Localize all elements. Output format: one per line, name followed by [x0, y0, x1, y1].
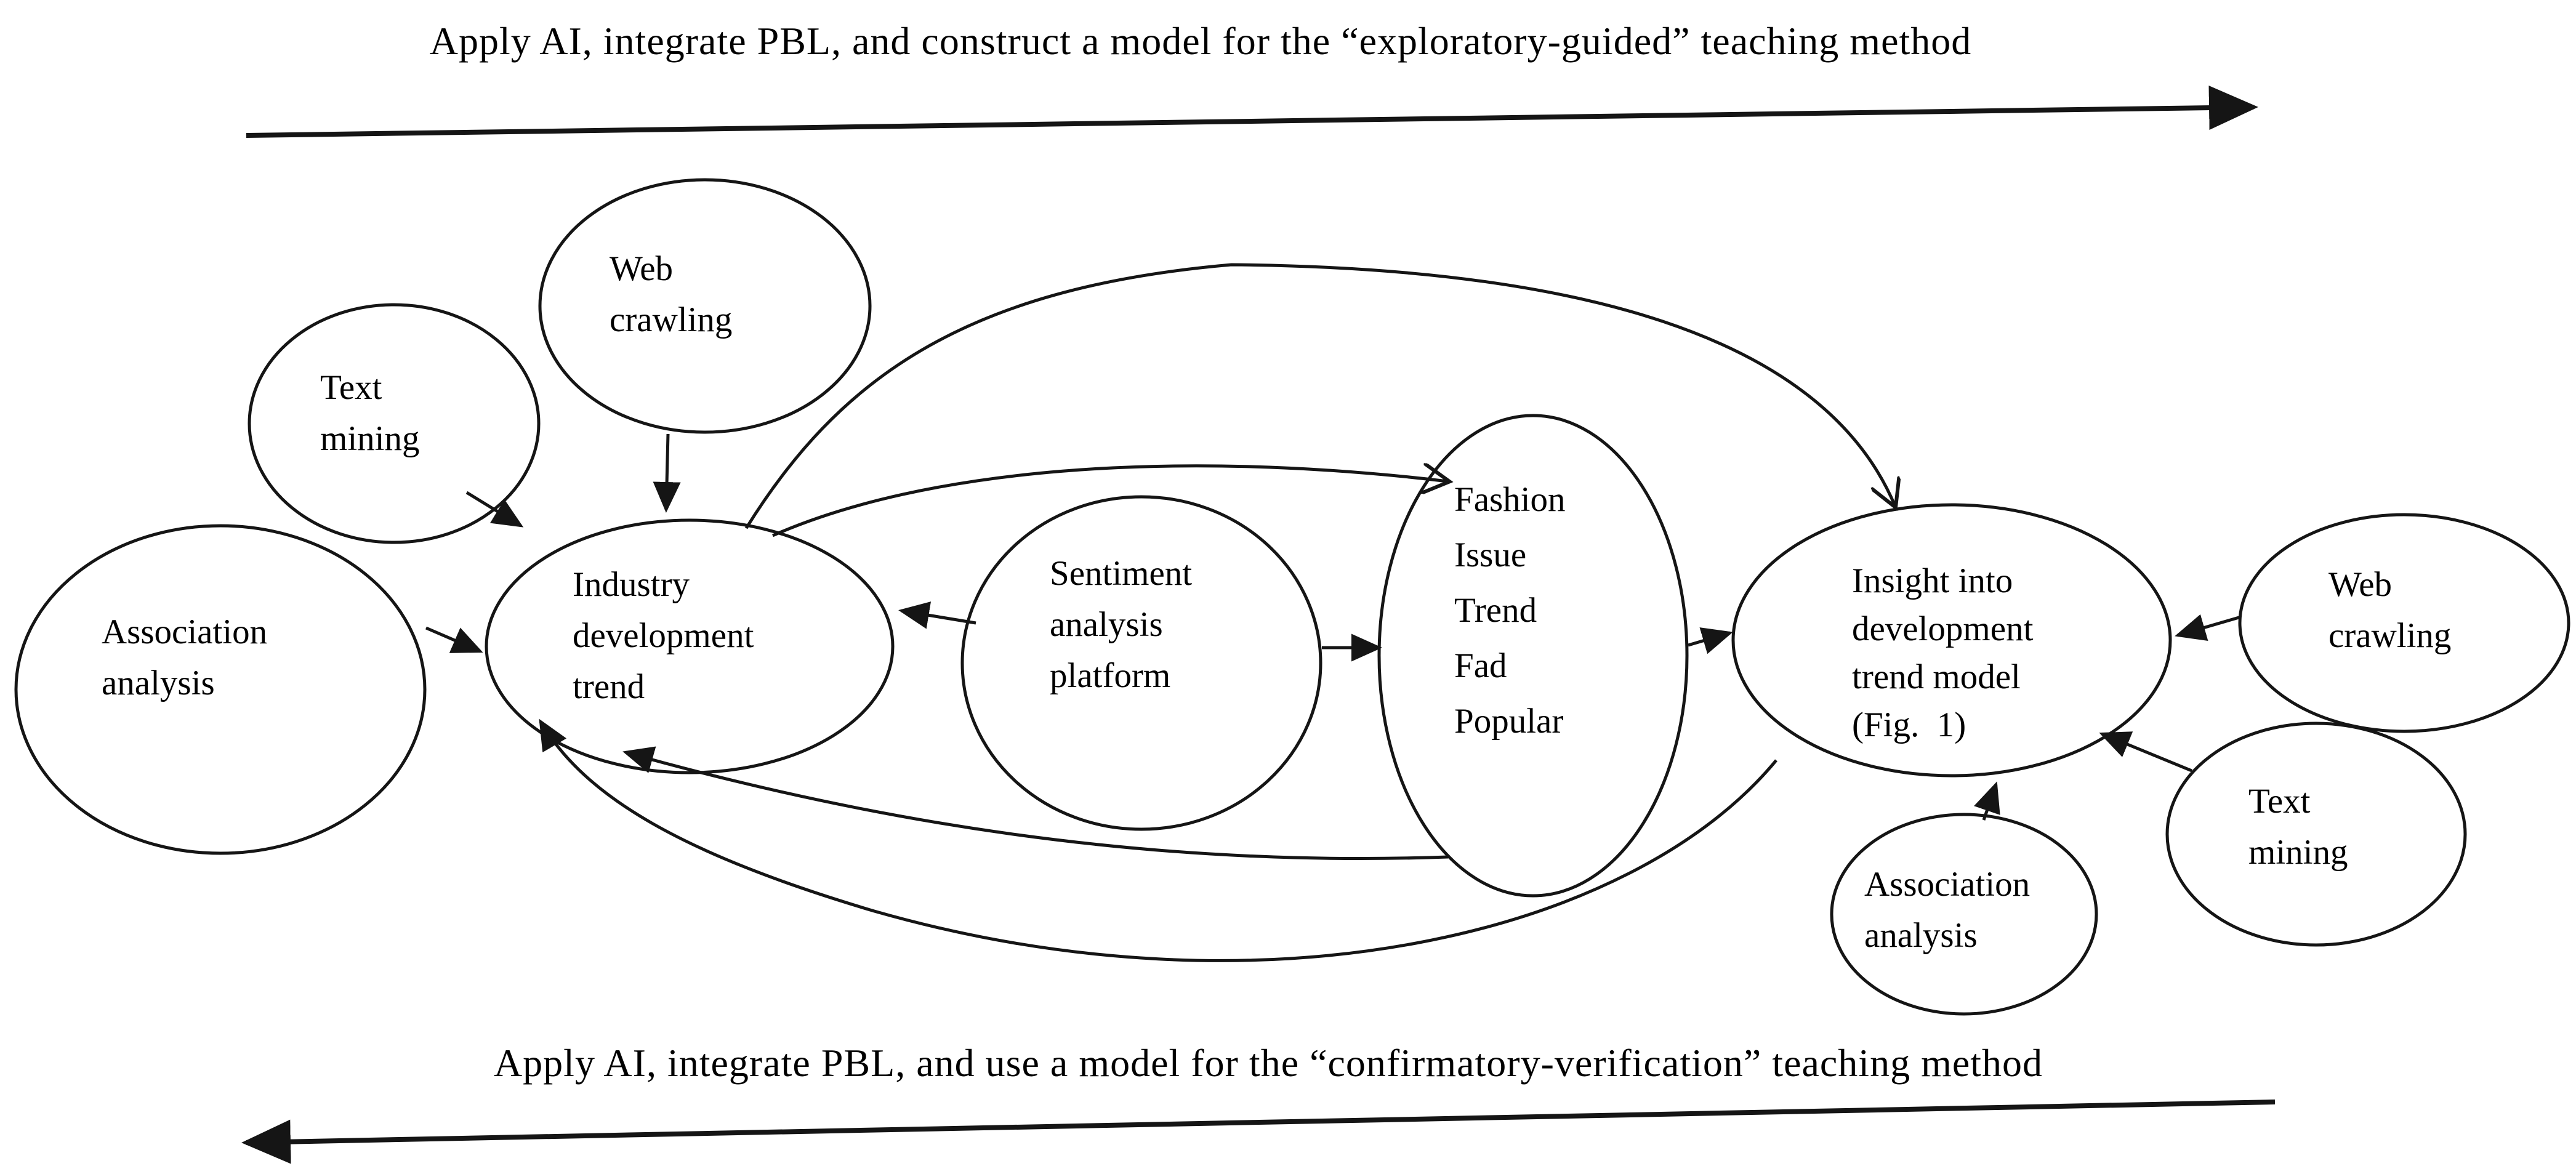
arrow-fashion-to-insight — [1688, 627, 1733, 654]
fashion-label-line-3: Trend — [1454, 591, 1537, 630]
association-right-label-line-1: Association — [1864, 865, 2030, 904]
sentiment-label-line-2: analysis — [1050, 605, 1163, 644]
arrow-industry-to-insight-curve — [744, 263, 1895, 529]
web-crawling-left-ellipse — [538, 178, 872, 434]
web-crawling-right-label-line-1: Web — [2328, 565, 2392, 604]
fashion-ellipse — [1377, 414, 1689, 898]
association-left-ellipse — [14, 524, 427, 855]
node-fashion-issue-trend-fad-popular: Fashion Issue Trend Fad Popular — [1377, 414, 1689, 898]
bottom-banner-text: Apply AI, integrate PBL, and use a model… — [494, 1041, 2043, 1085]
arrow-insight-return-to-industry — [539, 718, 1777, 962]
industry-label-line-2: development — [573, 616, 754, 655]
industry-label-line-1: Industry — [573, 565, 690, 604]
industry-label-line-3: trend — [573, 667, 645, 706]
arrow-text-mining-right-to-insight — [2099, 731, 2192, 773]
arrow-association-left-to-industry — [425, 626, 483, 653]
node-association-analysis-right: Association analysis — [1830, 813, 2098, 1016]
association-right-ellipse — [1830, 813, 2098, 1016]
node-text-mining-right: Text mining — [2165, 722, 2467, 947]
text-mining-right-ellipse — [2165, 722, 2467, 947]
arrow-web-crawling-right-to-insight — [2175, 614, 2242, 641]
web-crawling-right-ellipse — [2238, 513, 2570, 733]
node-insight-into-development-trend-model: Insight into development trend model (Fi… — [1731, 503, 2172, 778]
sentiment-ellipse — [960, 495, 1322, 831]
top-banner-arrow-right-icon — [246, 86, 2258, 138]
node-industry-development-trend: Industry development trend — [485, 518, 895, 774]
text-mining-right-label-line-2: mining — [2248, 833, 2348, 872]
node-text-mining-left: Text mining — [248, 303, 541, 544]
node-web-crawling-left: Web crawling — [538, 178, 872, 434]
association-right-label-line-2: analysis — [1864, 916, 1978, 955]
arrow-web-crawling-left-to-industry — [653, 433, 681, 513]
arrow-association-right-to-insight — [1974, 781, 2000, 821]
arrow-industry-to-fashion-curve — [771, 466, 1448, 537]
insight-ellipse — [1731, 503, 2172, 778]
association-left-label-line-1: Association — [102, 613, 267, 651]
insight-label-line-2: development — [1852, 609, 2034, 648]
fashion-label-line-4: Fad — [1454, 646, 1507, 685]
fashion-label-line-5: Popular — [1454, 702, 1563, 741]
fashion-label-line-1: Fashion — [1454, 480, 1566, 519]
node-web-crawling-right: Web crawling — [2238, 513, 2570, 733]
web-crawling-left-label-line-1: Web — [610, 249, 673, 288]
node-sentiment-analysis-platform: Sentiment analysis platform — [960, 495, 1322, 831]
insight-label-line-1: Insight into — [1852, 561, 2013, 600]
arrow-sentiment-to-industry — [898, 601, 976, 629]
web-crawling-left-label-line-2: crawling — [610, 300, 732, 339]
sentiment-label-line-1: Sentiment — [1050, 554, 1192, 593]
text-mining-right-label-line-1: Text — [2248, 782, 2311, 821]
node-association-analysis-left: Association analysis — [14, 524, 427, 855]
text-mining-left-label-line-2: mining — [320, 419, 420, 458]
sentiment-label-line-3: platform — [1050, 656, 1170, 695]
association-left-label-line-2: analysis — [102, 664, 215, 702]
fashion-label-line-2: Issue — [1454, 536, 1526, 574]
bottom-banner-arrow-left-icon — [241, 1100, 2276, 1164]
arrow-fashion-return-to-industry — [622, 746, 1449, 860]
insight-label-line-3: trend model — [1852, 657, 2021, 696]
text-mining-left-label-line-1: Text — [320, 368, 382, 407]
web-crawling-right-label-line-2: crawling — [2328, 616, 2451, 655]
industry-ellipse — [485, 518, 895, 774]
top-banner-text: Apply AI, integrate PBL, and construct a… — [430, 19, 1972, 63]
insight-label-line-4: (Fig. 1) — [1852, 706, 1966, 744]
text-mining-left-ellipse — [248, 303, 541, 544]
